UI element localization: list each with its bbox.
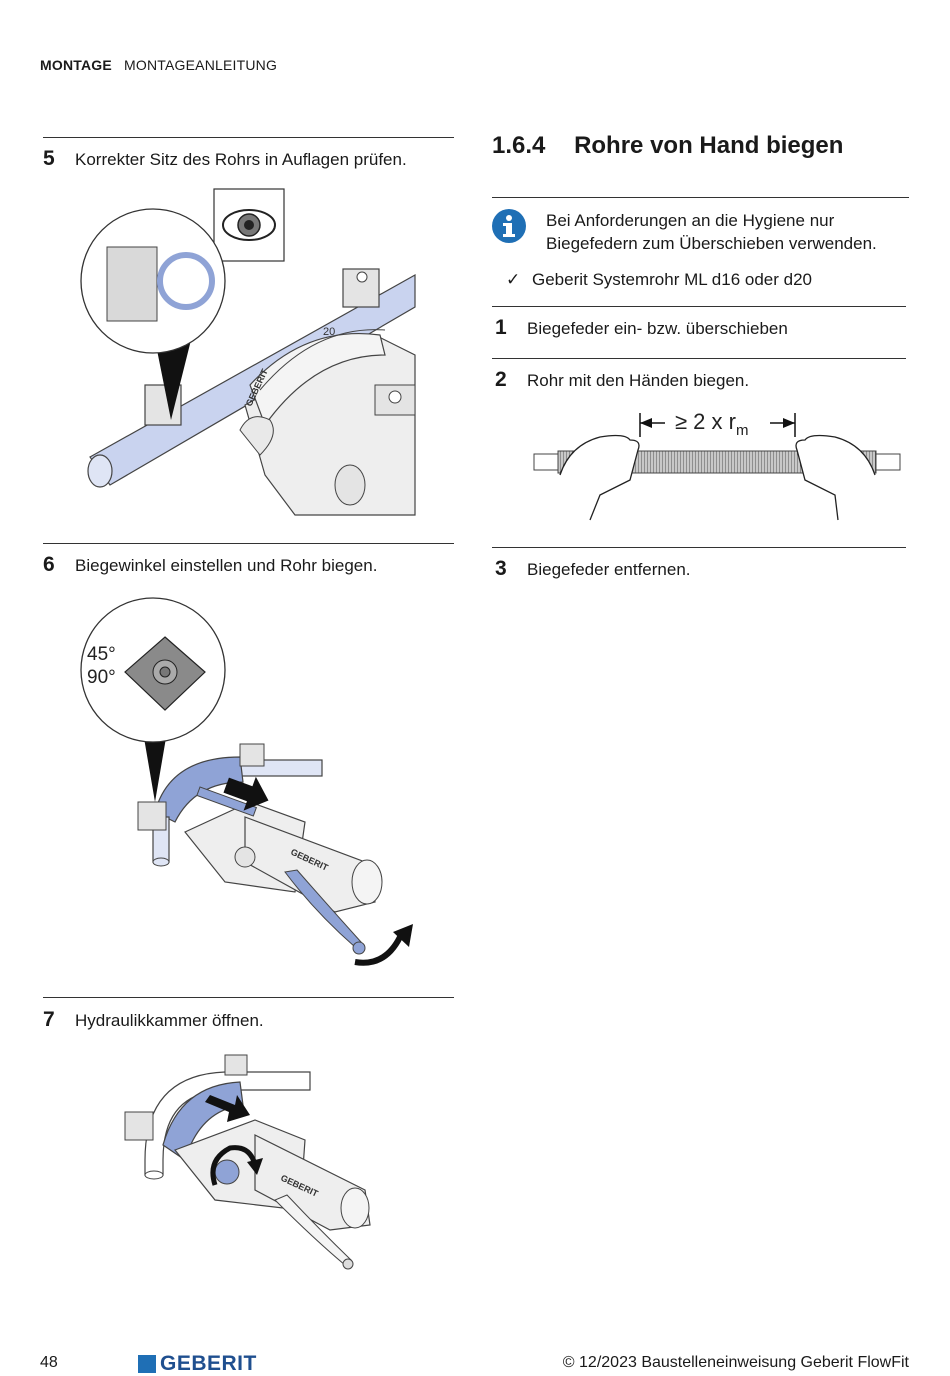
prerequisite-item: ✓ Geberit Systemrohr ML d16 oder d20 [506,270,812,290]
divider [492,197,909,198]
divider [43,543,454,544]
right-step-2: 2 Rohr mit den Händen biegen. [495,368,749,392]
header-subsection: MONTAGEANLEITUNG [124,57,278,73]
step-number: 1 [495,316,507,339]
step-text: Rohr mit den Händen biegen. [527,371,750,390]
step-number: 5 [43,147,55,170]
step-number: 7 [43,1008,55,1031]
section-heading: 1.6.4 Rohre von Hand biegen [492,132,843,160]
right-step-3: 3 Biegefeder entfernen. [495,557,691,581]
divider [43,137,454,138]
scale-label: 20 [323,326,335,338]
step-text: Biegefeder ein- bzw. überschieben [527,319,788,338]
step-text: Biegewinkel einstellen und Rohr biegen. [75,556,378,575]
angle-label-45: 45° [87,644,116,665]
copyright: © 12/2023 Baustelleneinweisung Geberit F… [562,1354,909,1371]
step-number: 3 [495,557,507,580]
divider [492,358,906,359]
section-title: Rohre von Hand biegen [574,132,844,159]
divider [492,306,906,307]
check-icon: ✓ [506,270,521,289]
min-bend-radius-label: ≥ 2 x rm [675,409,748,439]
step-text: Korrekter Sitz des Rohrs in Auflagen prü… [75,150,407,169]
header-section: MONTAGE [40,57,112,73]
step-5: 5 Korrekter Sitz des Rohrs in Auflagen p… [43,147,407,171]
info-icon [492,209,526,243]
right-step-1: 1 Biegefeder ein- bzw. überschieben [495,316,788,340]
figure-set-bend-angle: GEBERIT 45° 90° [80,597,413,966]
step-text: Biegefeder entfernen. [527,560,691,579]
geberit-logo: GEBERIT [138,1352,257,1376]
section-number: 1.6.4 [492,132,546,159]
step-7: 7 Hydraulikkammer öffnen. [43,1008,264,1032]
step-number: 2 [495,368,507,391]
logo-square-icon [138,1355,156,1373]
divider [43,997,454,998]
step-number: 6 [43,553,55,576]
prerequisite-text: Geberit Systemrohr ML d16 oder d20 [532,270,813,289]
figure-open-hydraulic-chamber: GEBERIT [124,1054,371,1270]
page-number: 48 [40,1354,58,1371]
figure-hand-bending: ≥ 2 x rm [533,409,901,521]
step-text: Hydraulikkammer öffnen. [75,1011,264,1030]
info-note: Bei Anforderungen an die Hygiene nur Bie… [546,211,877,253]
step-6: 6 Biegewinkel einstellen und Rohr biegen… [43,553,377,577]
angle-label-90: 90° [87,667,116,688]
divider [492,547,906,548]
figure-check-pipe-seat: 20 GEBERIT [80,188,416,516]
logo-text: GEBERIT [160,1352,257,1375]
page-header: MONTAGE MONTAGEANLEITUNG [40,57,277,73]
